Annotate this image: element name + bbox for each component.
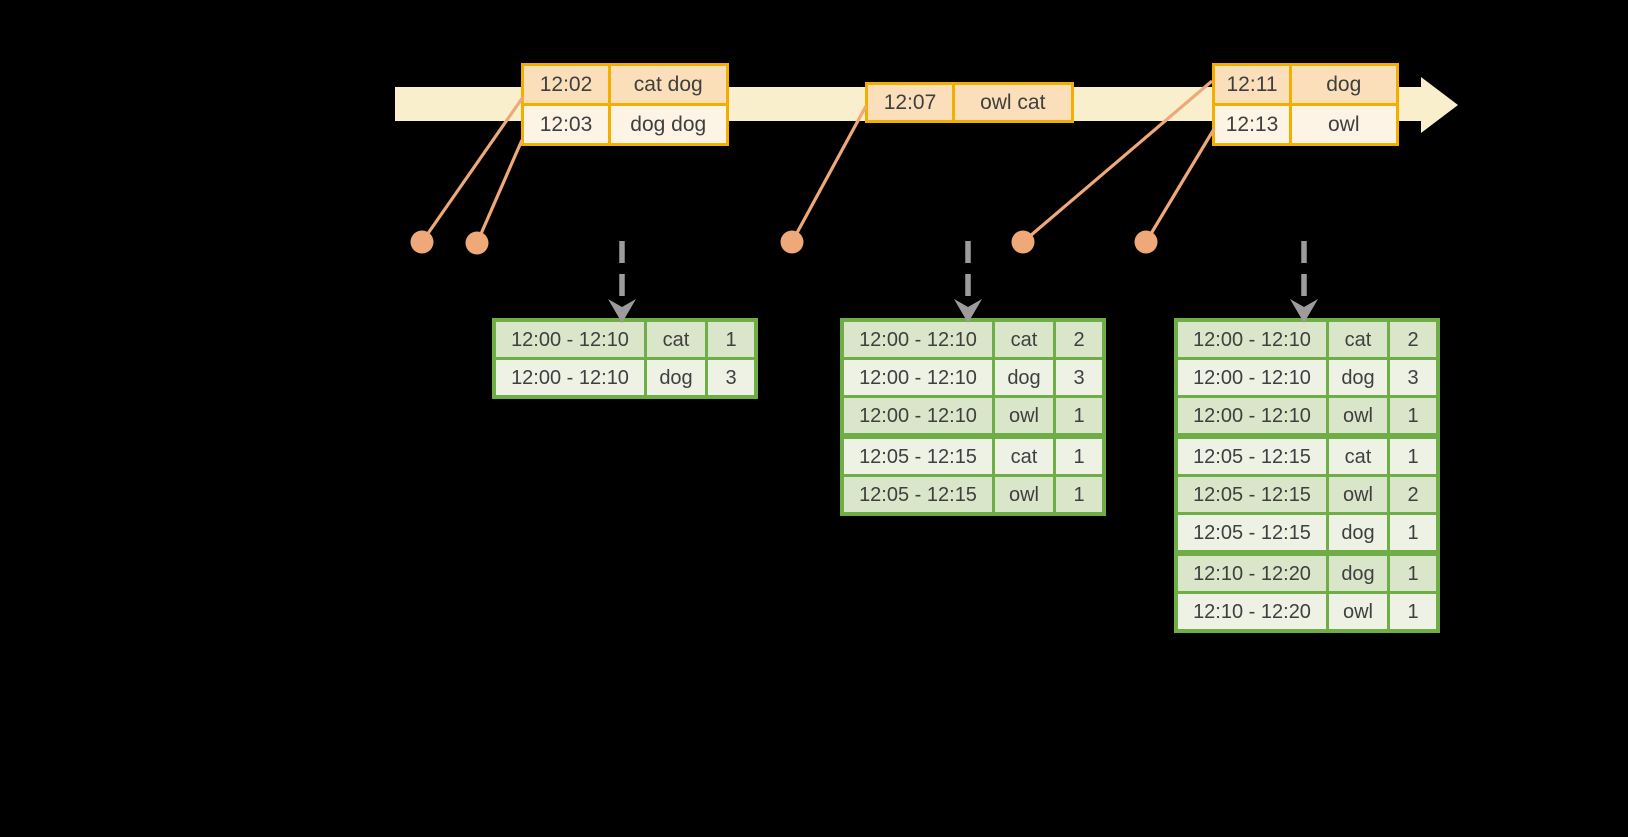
count-cell: 1 (1056, 439, 1102, 474)
word-cell: owl (1329, 477, 1387, 512)
table-row: 12:00 - 12:10 owl 1 (844, 398, 1102, 433)
table-row: 12:05 - 12:15 owl 1 (844, 477, 1102, 512)
event-words: dog dog (610, 105, 726, 143)
result-table-1: 12:00 - 12:10 cat 1 12:00 - 12:10 dog 3 (492, 318, 758, 399)
count-cell: 3 (708, 360, 754, 395)
window-cell: 12:00 - 12:10 (844, 322, 992, 357)
event-words: cat dog (610, 66, 726, 103)
count-cell: 3 (1390, 360, 1436, 395)
table-row: 12:05 - 12:15 owl 2 (1178, 477, 1436, 512)
table-row: 12:00 - 12:10 owl 1 (1178, 398, 1436, 433)
word-cell: owl (1329, 398, 1387, 433)
count-cell: 1 (1056, 477, 1102, 512)
word-cell: cat (1329, 322, 1387, 357)
word-cell: dog (1329, 556, 1387, 591)
event-time: 12:13 (1215, 105, 1289, 143)
event-dot-icon (465, 231, 489, 255)
table-row: 12:00 - 12:10 cat 2 (1178, 322, 1436, 357)
table-row: 12:05 - 12:15 dog 1 (1178, 515, 1436, 550)
event-connector-line (790, 105, 868, 243)
table-row: 12:05 - 12:15 cat 1 (844, 439, 1102, 474)
count-cell: 1 (708, 322, 754, 357)
event-dot-icon (1011, 230, 1035, 254)
table-row: 12:00 - 12:10 dog 3 (496, 360, 754, 395)
count-cell: 1 (1390, 556, 1436, 591)
word-cell: owl (995, 477, 1053, 512)
window-cell: 12:00 - 12:10 (1178, 322, 1326, 357)
count-cell: 1 (1056, 398, 1102, 433)
count-cell: 1 (1390, 515, 1436, 550)
word-cell: owl (1329, 594, 1387, 629)
table-row: 12:00 - 12:10 dog 3 (1178, 360, 1436, 395)
trigger-arrow-icon (608, 241, 636, 323)
window-cell: 12:05 - 12:15 (844, 477, 992, 512)
event-time: 12:07 (868, 85, 952, 120)
count-cell: 1 (1390, 594, 1436, 629)
event-words: owl cat (954, 85, 1071, 120)
trigger-arrow-icon (954, 241, 982, 323)
event-dot-icon (1134, 230, 1158, 254)
count-cell: 1 (1390, 398, 1436, 433)
trigger-arrows (608, 241, 1318, 323)
window-cell: 12:00 - 12:10 (844, 398, 992, 433)
window-cell: 12:05 - 12:15 (1178, 477, 1326, 512)
event-time-axis-arrowhead-icon (1421, 77, 1458, 133)
event-box-1207: 12:07 owl cat (865, 82, 1074, 123)
window-cell: 12:10 - 12:20 (1178, 594, 1326, 629)
window-cell: 12:10 - 12:20 (1178, 556, 1326, 591)
word-cell: dog (647, 360, 705, 395)
event-words: owl (1291, 105, 1396, 143)
table-row: 12:10 - 12:20 owl 1 (1178, 594, 1436, 629)
word-cell: cat (995, 439, 1053, 474)
event-time: 12:02 (524, 66, 608, 103)
event-words: dog (1291, 66, 1396, 103)
window-cell: 12:05 - 12:15 (1178, 515, 1326, 550)
event-connector-line (475, 139, 524, 244)
word-cell: cat (1329, 439, 1387, 474)
table-row: 12:10 - 12:20 dog 1 (1178, 556, 1436, 591)
trigger-arrow-icon (1290, 241, 1318, 323)
window-cell: 12:00 - 12:10 (496, 322, 644, 357)
window-cell: 12:05 - 12:15 (844, 439, 992, 474)
window-cell: 12:00 - 12:10 (1178, 398, 1326, 433)
result-table-3: 12:00 - 12:10 cat 2 12:00 - 12:10 dog 3 … (1174, 318, 1440, 633)
window-cell: 12:05 - 12:15 (1178, 439, 1326, 474)
window-cell: 12:00 - 12:10 (844, 360, 992, 395)
word-cell: owl (995, 398, 1053, 433)
event-time: 12:03 (524, 105, 608, 143)
word-cell: dog (1329, 360, 1387, 395)
event-box-1202-1203: 12:02 cat dog 12:03 dog dog (521, 63, 729, 146)
count-cell: 2 (1390, 477, 1436, 512)
word-cell: cat (647, 322, 705, 357)
word-cell: cat (995, 322, 1053, 357)
count-cell: 1 (1390, 439, 1436, 474)
event-dots (410, 230, 1158, 255)
count-cell: 3 (1056, 360, 1102, 395)
table-row: 12:00 - 12:10 dog 3 (844, 360, 1102, 395)
event-dot-icon (780, 230, 804, 254)
event-time: 12:11 (1215, 66, 1289, 103)
window-cell: 12:00 - 12:10 (496, 360, 644, 395)
event-dot-icon (410, 230, 434, 254)
window-cell: 12:00 - 12:10 (1178, 360, 1326, 395)
count-cell: 2 (1056, 322, 1102, 357)
table-row: 12:00 - 12:10 cat 1 (496, 322, 754, 357)
event-connector-line (1144, 128, 1216, 243)
table-row: 12:05 - 12:15 cat 1 (1178, 439, 1436, 474)
event-box-1211-1213: 12:11 dog 12:13 owl (1212, 63, 1399, 146)
word-cell: dog (1329, 515, 1387, 550)
word-cell: dog (995, 360, 1053, 395)
result-table-2: 12:00 - 12:10 cat 2 12:00 - 12:10 dog 3 … (840, 318, 1106, 516)
table-row: 12:00 - 12:10 cat 2 (844, 322, 1102, 357)
count-cell: 2 (1390, 322, 1436, 357)
